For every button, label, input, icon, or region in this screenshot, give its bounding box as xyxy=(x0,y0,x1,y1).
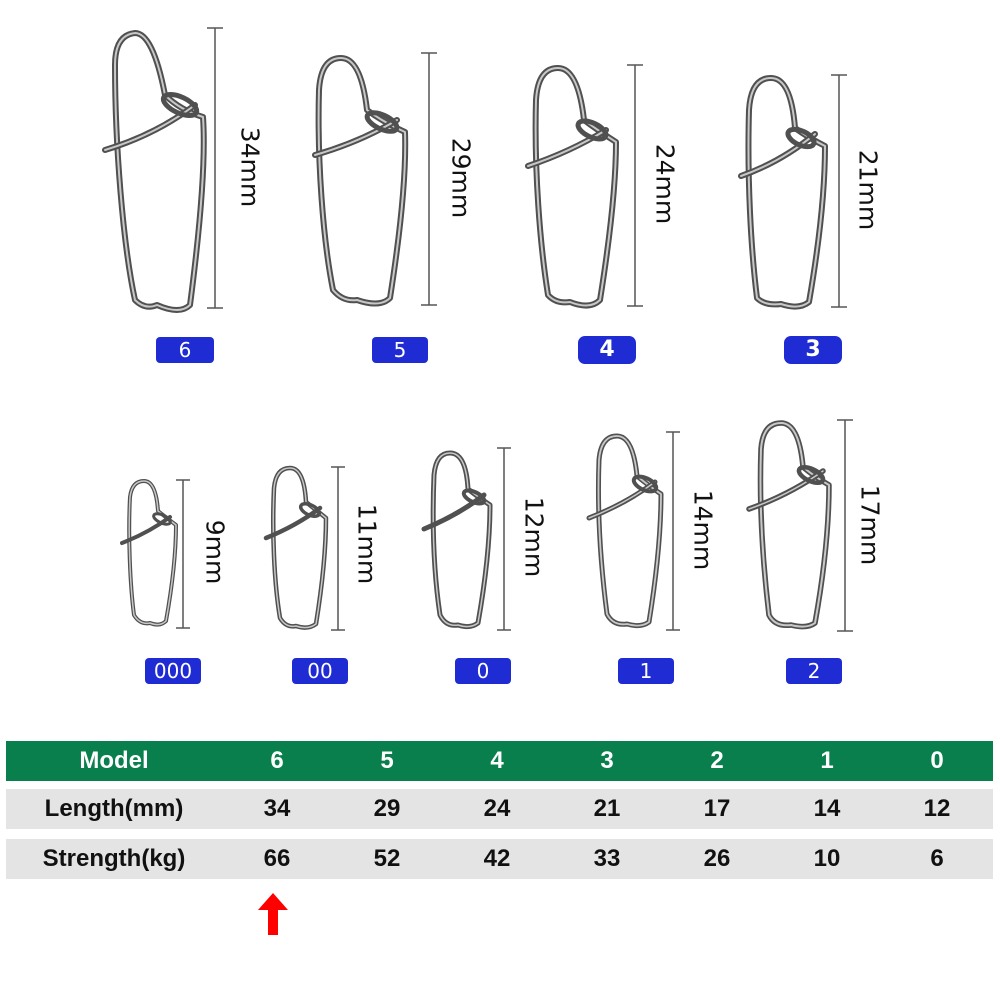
length-label: 34mm xyxy=(235,126,265,208)
header-cell: 2 xyxy=(710,747,724,774)
fishing-snap-icon xyxy=(738,74,847,310)
model-badge-5[interactable]: 5 xyxy=(372,337,428,363)
table-cell: 26 xyxy=(703,845,731,872)
header-cell: 0 xyxy=(930,747,944,774)
length-label: 11mm xyxy=(352,503,382,585)
model-badge-3[interactable]: 3 xyxy=(784,336,842,364)
table-cell: 66 xyxy=(263,845,291,872)
snap-item-00: 11mm xyxy=(262,462,392,642)
model-badge-4[interactable]: 4 xyxy=(578,336,636,364)
snap-item-3: 21mm xyxy=(735,70,905,350)
fishing-snap-icon xyxy=(746,419,853,632)
model-badge-6[interactable]: 6 xyxy=(156,337,214,363)
model-badge-000[interactable]: 000 xyxy=(145,658,201,684)
table-cell: 12 xyxy=(923,795,951,822)
table-row: Strength(kg) 66 52 42 33 26 10 6 xyxy=(6,839,993,879)
length-label: 12mm xyxy=(519,496,549,578)
header-cell: 3 xyxy=(600,747,614,774)
snap-item-0: 12mm xyxy=(420,445,560,640)
table-cell: 21 xyxy=(593,795,621,822)
table-cell: 52 xyxy=(373,845,401,872)
header-cell: 1 xyxy=(820,747,834,774)
table-header-row: Model 6 5 4 3 2 1 0 xyxy=(6,741,993,781)
arrow-up-icon xyxy=(258,893,288,935)
length-label: 17mm xyxy=(855,484,885,566)
length-label: 29mm xyxy=(446,137,476,219)
table-cell: 34 xyxy=(263,795,291,822)
length-label: 14mm xyxy=(688,489,718,571)
header-cell: 6 xyxy=(270,747,284,774)
snap-item-4: 24mm xyxy=(520,60,690,350)
row-label: Length(mm) xyxy=(44,795,184,822)
snap-item-000: 9mm xyxy=(118,475,238,640)
model-badge-1[interactable]: 1 xyxy=(618,658,674,684)
length-label: 24mm xyxy=(650,143,680,225)
row-label: Strength(kg) xyxy=(42,845,186,872)
fishing-snap-icon xyxy=(525,64,643,309)
model-badge-0[interactable]: 0 xyxy=(455,658,511,684)
table-cell: 33 xyxy=(593,845,621,872)
table-cell: 24 xyxy=(483,795,511,822)
table-cell: 29 xyxy=(373,795,401,822)
fishing-snap-icon xyxy=(120,479,190,629)
fishing-snap-icon xyxy=(263,465,345,631)
snap-item-2: 17mm xyxy=(745,415,905,640)
model-badge-2[interactable]: 2 xyxy=(786,658,842,684)
table-cell: 6 xyxy=(930,845,944,872)
table-row: Length(mm) 34 29 24 21 17 14 12 xyxy=(6,789,993,829)
snap-item-5: 29mm xyxy=(305,50,476,350)
header-cell: 5 xyxy=(380,747,394,774)
snap-item-6: 34mm xyxy=(95,25,265,365)
fishing-snap-icon xyxy=(312,52,437,307)
snap-item-1: 14mm xyxy=(585,428,735,640)
table-cell: 14 xyxy=(813,795,841,822)
header-label: Model xyxy=(79,747,149,774)
table-cell: 42 xyxy=(483,845,511,872)
table-cell: 17 xyxy=(703,795,731,822)
length-label: 9mm xyxy=(200,519,230,585)
fishing-snap-icon xyxy=(421,447,511,631)
table-cell: 10 xyxy=(813,845,841,872)
fishing-snap-icon xyxy=(102,27,223,313)
length-label: 21mm xyxy=(853,149,883,231)
model-badge-00[interactable]: 00 xyxy=(292,658,348,684)
header-cell: 4 xyxy=(490,747,504,774)
fishing-snap-icon xyxy=(586,431,680,631)
